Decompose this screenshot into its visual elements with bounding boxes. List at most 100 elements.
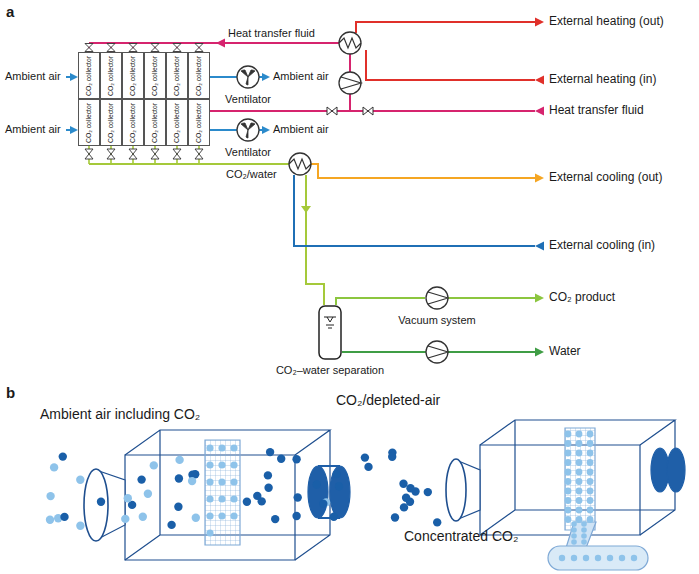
- air-molecule: [433, 518, 441, 526]
- air-molecule: [243, 498, 251, 506]
- collector-box: CO₂ collector: [100, 99, 122, 146]
- air-molecule: [60, 513, 68, 521]
- captured-molecule: [576, 507, 583, 514]
- captured-molecule: [206, 478, 213, 485]
- captured-molecule: [218, 495, 225, 502]
- captured-molecule: [587, 431, 594, 438]
- co2-molecules: [559, 431, 637, 562]
- air-molecule: [188, 477, 196, 485]
- valve-symbol: [151, 149, 159, 159]
- air-molecule: [406, 484, 414, 492]
- tank-outline: [319, 306, 341, 359]
- captured-molecule: [565, 450, 572, 457]
- cooling-out-arrow: [535, 174, 544, 183]
- collector-label: CO₂ collector: [174, 102, 181, 142]
- vacuum-pump: Vacuum system: [396, 286, 478, 328]
- symbol-circle: [426, 287, 448, 309]
- captured-molecule: [230, 478, 237, 485]
- co2-water-line: [89, 164, 324, 305]
- node-label: CO₂–water separation: [276, 364, 384, 377]
- panel-letter: a: [6, 3, 14, 20]
- captured-molecule: [218, 444, 225, 451]
- stream-label: CO₂/water: [226, 168, 277, 181]
- node-label: Ventilator: [225, 93, 271, 106]
- separation-tank: CO₂–water separation: [274, 305, 387, 378]
- heat-exchanger: [339, 32, 361, 54]
- stream-label: Ambient air: [273, 70, 329, 83]
- captured-molecule: [565, 440, 572, 447]
- pump-symbol: [339, 72, 361, 94]
- air-molecule: [76, 476, 84, 484]
- captured-molecule: [587, 488, 594, 495]
- captured-molecule: [576, 459, 583, 466]
- captured-molecule: [206, 512, 213, 519]
- stream-label: Water: [549, 345, 581, 359]
- collector-label: CO₂ collector: [174, 55, 181, 95]
- collector-label: CO₂ collector: [130, 55, 137, 95]
- air-molecule: [391, 513, 399, 521]
- captured-molecule: [218, 461, 225, 468]
- collector-box: CO₂ collector: [144, 52, 166, 99]
- released-molecule: [581, 521, 587, 527]
- collector-label: CO₂ collector: [86, 55, 93, 95]
- air-molecules: [46, 444, 442, 536]
- air-molecule: [264, 471, 272, 479]
- fan-blades: [241, 70, 255, 85]
- collector-illustration-adsorption: [84, 430, 350, 560]
- collector-box: CO₂ collector: [122, 99, 144, 146]
- valve-symbol: [129, 44, 137, 52]
- air-molecule: [330, 513, 338, 521]
- stored-molecule: [571, 555, 577, 561]
- captured-molecule: [230, 495, 237, 502]
- collector-illustration-desorption: [446, 420, 685, 570]
- released-molecule: [571, 521, 577, 527]
- node-label: Vacuum system: [398, 314, 475, 327]
- stored-molecule: [583, 555, 589, 561]
- captured-molecule: [218, 512, 225, 519]
- stream-label: External heating (in): [549, 73, 656, 87]
- air-molecule: [46, 492, 54, 500]
- cooling-lines: [294, 164, 536, 246]
- collector-box: CO₂ collector: [122, 52, 144, 99]
- air-molecule: [332, 470, 340, 478]
- stored-molecule: [559, 555, 565, 561]
- captured-molecule: [576, 431, 583, 438]
- air-molecule: [46, 516, 54, 524]
- air-molecule: [59, 452, 67, 460]
- air-molecule: [175, 456, 183, 464]
- stream-label: External cooling (in): [549, 239, 655, 253]
- collector-box: CO₂ collector: [100, 52, 122, 99]
- air-molecule: [50, 463, 58, 471]
- captured-molecule: [587, 440, 594, 447]
- valve-symbol: [85, 44, 93, 52]
- captured-molecule: [576, 469, 583, 476]
- stream-label: External cooling (out): [549, 171, 662, 185]
- stream-label: Ambient air: [5, 70, 61, 83]
- collector-label: CO₂ collector: [108, 55, 115, 95]
- released-molecule: [581, 527, 587, 533]
- stream-label: Ambient air: [5, 123, 61, 136]
- captured-molecule: [587, 497, 594, 504]
- air-molecule: [277, 455, 285, 463]
- air-molecule: [361, 453, 369, 461]
- collector-label: CO₂ collector: [86, 102, 93, 142]
- flow-chevron: [301, 206, 311, 213]
- pump-symbol: [425, 286, 449, 310]
- stored-molecule: [595, 555, 601, 561]
- air-molecule: [167, 521, 175, 529]
- air-molecule: [402, 494, 410, 502]
- captured-molecule: [230, 444, 237, 451]
- stored-molecule: [631, 555, 637, 561]
- air-molecule: [124, 494, 132, 502]
- valve-symbol: [173, 149, 181, 159]
- valve-symbol: [173, 44, 181, 52]
- released-molecule: [571, 527, 577, 533]
- pump-symbol: [426, 341, 448, 363]
- captured-molecule: [206, 529, 213, 536]
- captured-molecule: [576, 497, 583, 504]
- air-molecule: [399, 480, 407, 488]
- air-molecule: [319, 500, 327, 508]
- air-molecule: [388, 453, 396, 461]
- captured-molecule: [565, 431, 572, 438]
- ventilator: Ventilator: [223, 65, 273, 107]
